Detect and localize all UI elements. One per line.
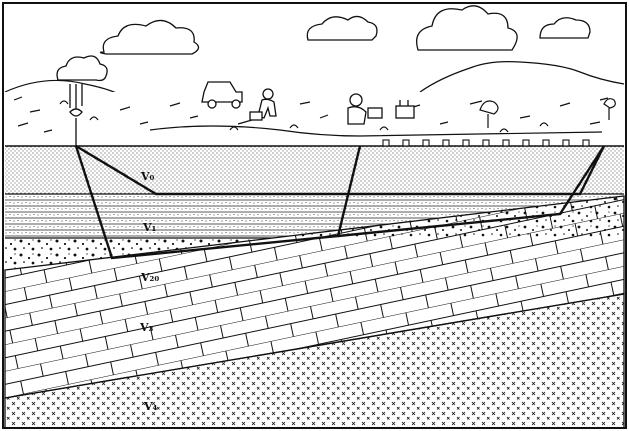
layer-label-v4: V₄ xyxy=(143,400,158,413)
layer-label-v2: V₂₀ xyxy=(140,271,159,284)
layer-label-v3: V₃ xyxy=(139,321,154,334)
layer-label-v0: V₀ xyxy=(140,170,155,183)
layer-v0 xyxy=(5,146,624,194)
layer-label-v1: V₁ xyxy=(142,221,157,234)
